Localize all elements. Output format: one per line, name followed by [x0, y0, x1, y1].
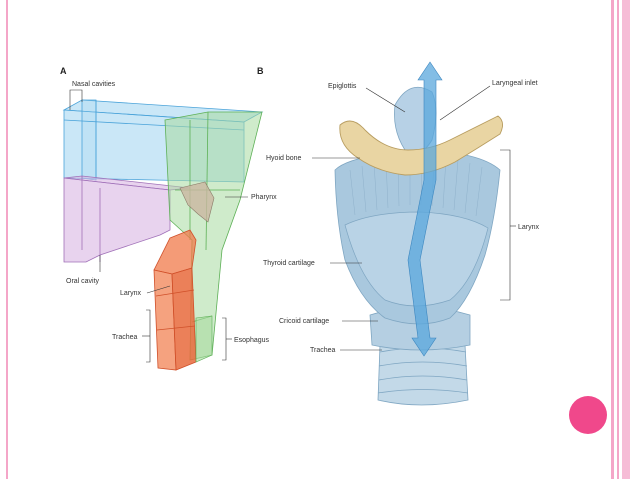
airflow-arrow: [407, 61, 443, 357]
panel-a-labels: [69, 89, 248, 363]
larynx-trachea-shape: [153, 229, 197, 371]
panel-b-label: B: [257, 66, 264, 76]
label-trachea-b: Trachea: [310, 347, 336, 354]
label-epiglottis: Epiglottis: [328, 83, 357, 90]
panel-b-illustration: [334, 61, 503, 406]
label-cricoid-cartilage: Cricoid cartilage: [279, 318, 329, 325]
label-hyoid-bone: Hyoid bone: [266, 155, 302, 162]
epiglottis-flap-shape: [179, 181, 215, 223]
esophagus-shape: [195, 315, 213, 363]
label-trachea-a: Trachea: [112, 334, 138, 341]
hyoid-bone-shape: [339, 115, 503, 176]
decor-bar: [622, 0, 630, 479]
label-larynx-a: Larynx: [120, 290, 142, 297]
panel-a-diagram: [62, 99, 264, 371]
label-larynx-b: Larynx: [518, 224, 540, 231]
oral-cavity-shape: [63, 175, 191, 263]
label-oral-cavity: Oral cavity: [66, 278, 100, 285]
label-pharynx: Pharynx: [251, 194, 277, 201]
panel-a-label: A: [60, 66, 67, 76]
decor-dot: [569, 396, 607, 434]
panel-b-leaders: [312, 85, 516, 351]
decor-bar: [611, 0, 614, 479]
label-thyroid-cartilage: Thyroid cartilage: [263, 260, 315, 267]
decor-bar: [617, 0, 619, 479]
label-esophagus: Esophagus: [234, 337, 270, 344]
label-laryngeal-inlet: Laryngeal inlet: [492, 80, 538, 87]
slide-frame: [6, 0, 606, 479]
label-nasal-cavities: Nasal cavities: [72, 81, 116, 88]
